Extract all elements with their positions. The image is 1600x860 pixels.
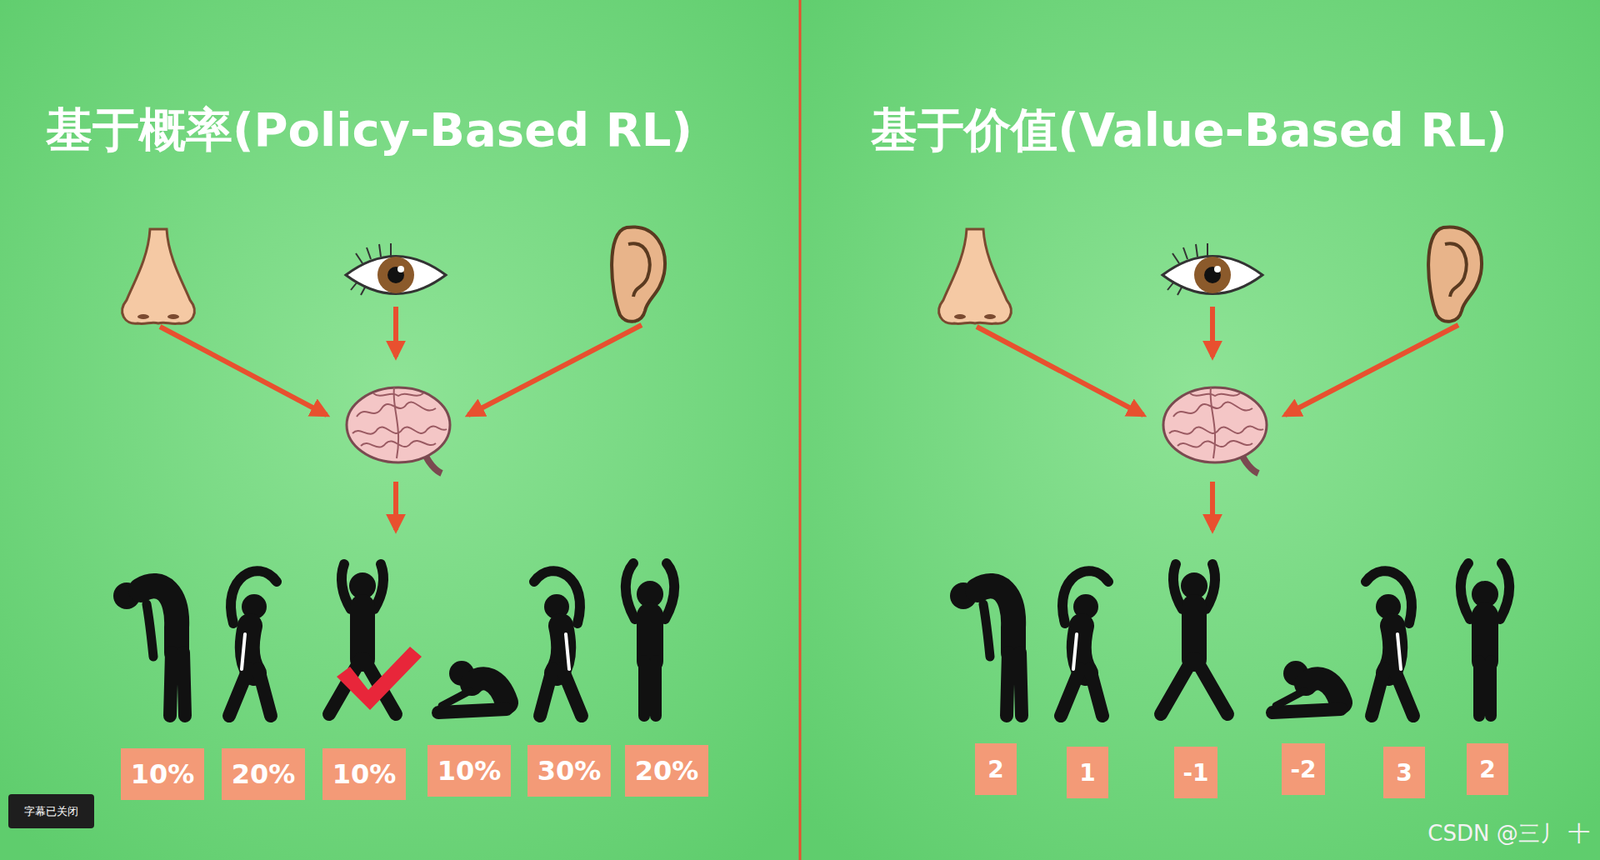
caption-badge: 字幕已关闭 — [8, 794, 95, 829]
score-value: 20% — [635, 755, 700, 787]
senses-to-brain — [939, 226, 1482, 530]
score-box: 2 — [1466, 743, 1509, 795]
divider-line — [799, 0, 802, 860]
score-box: -2 — [1281, 743, 1325, 795]
score-box: 3 — [1383, 746, 1425, 799]
score-box: 10% — [120, 748, 205, 800]
score-box: 10% — [322, 748, 406, 800]
panel-band: 基于概率(Policy-Based RL) 10% 20% 10% 10% 30% 20% — [0, 0, 799, 860]
score-value: 10% — [437, 755, 502, 787]
score-box: 1 — [1066, 746, 1109, 799]
score-value: 1 — [1079, 759, 1095, 787]
score-value: 30% — [537, 755, 602, 787]
panel-band: 基于价值(Value-Based RL) 2 1 -1 -2 3 2 — [801, 0, 1600, 860]
score-value: -2 — [1290, 755, 1316, 784]
score-value: 3 — [1395, 759, 1412, 787]
panel-heading: 基于价值(Value-Based RL) — [870, 101, 1508, 158]
score-value: 2 — [1479, 755, 1495, 784]
check-mark — [336, 646, 422, 710]
score-value: 10% — [130, 758, 195, 790]
score-box: 30% — [527, 745, 611, 797]
score-box: 2 — [975, 743, 1017, 795]
score-value: 10% — [332, 758, 397, 790]
score-value: -1 — [1182, 759, 1209, 787]
caption-status: 字幕已关闭 — [24, 804, 79, 820]
senses-to-brain — [122, 226, 665, 530]
right-panel-ground — [800, 0, 1600, 860]
score-value: 20% — [231, 758, 296, 790]
score-box: 20% — [221, 748, 305, 800]
score-box: 10% — [427, 745, 511, 797]
panel-heading: 基于概率(Policy-Based RL) — [45, 101, 693, 158]
watermark: CSDN @三丿 十 — [1427, 819, 1590, 849]
score-value: 2 — [987, 755, 1004, 784]
pose-figures — [113, 563, 1510, 716]
score-box: 20% — [625, 745, 709, 797]
left-panel-ground — [0, 0, 800, 860]
score-box: -1 — [1174, 746, 1217, 799]
